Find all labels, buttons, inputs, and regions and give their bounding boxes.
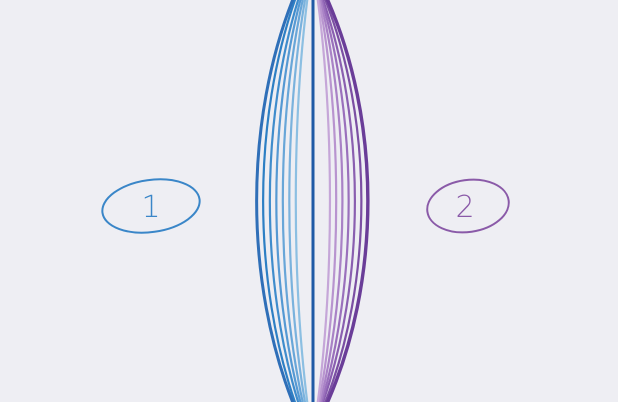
label-1-group: 1 [99, 173, 203, 238]
left-curve-group [257, 0, 308, 402]
right-curve-group [317, 0, 368, 402]
label-2-group: 2 [424, 175, 512, 238]
right-curve [318, 0, 336, 402]
label-1-text: 1 [141, 190, 160, 225]
label-2-text: 2 [455, 190, 474, 225]
